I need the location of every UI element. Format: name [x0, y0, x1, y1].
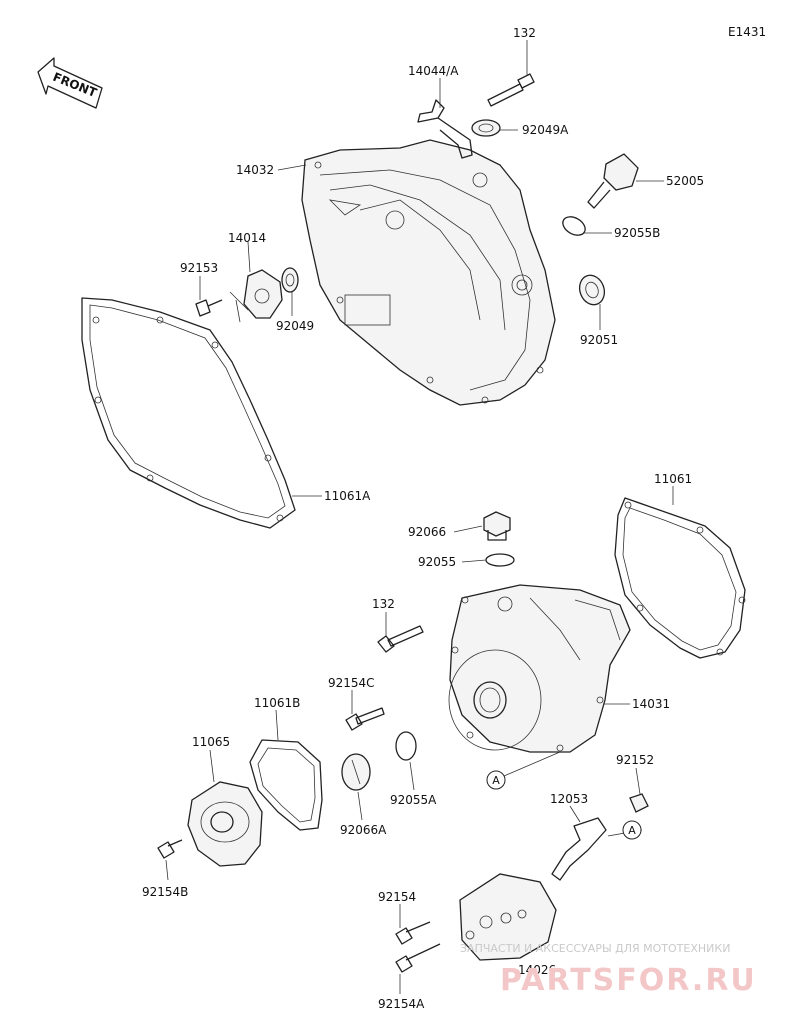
ref-marker-a-2: A: [622, 820, 642, 840]
label-92153: 92153: [180, 261, 218, 275]
label-92154c: 92154C: [328, 676, 375, 690]
o-ring-92055b[interactable]: [560, 213, 589, 239]
bolt-92154c[interactable]: [345, 707, 385, 731]
svg-text:A: A: [628, 824, 636, 837]
label-92049: 92049: [276, 319, 314, 333]
bolt-92154a[interactable]: [395, 943, 441, 973]
oil-seal-92049[interactable]: [281, 267, 299, 293]
label-14031: 14031: [632, 697, 670, 711]
label-92154a: 92154A: [378, 997, 425, 1011]
o-ring-92055[interactable]: [485, 553, 515, 567]
oil-seal-92049a[interactable]: [471, 119, 501, 137]
cover-14026[interactable]: [459, 873, 557, 961]
label-92066: 92066: [408, 525, 446, 539]
front-arrow-label: FRONT: [51, 70, 100, 100]
watermark-caption: ЗАПЧАСТИ И АКСЕССУАРЫ ДЛЯ МОТОТЕХНИКИ: [460, 942, 730, 955]
label-92154: 92154: [378, 890, 416, 904]
front-arrow-icon: FRONT: [37, 57, 103, 109]
leader-lines: [165, 40, 674, 994]
label-92152: 92152: [616, 753, 654, 767]
cover-14014[interactable]: [229, 269, 283, 323]
bracket-14044a[interactable]: [417, 99, 473, 159]
label-92051: 92051: [580, 333, 618, 347]
label-92055a: 92055A: [390, 793, 437, 807]
label-132-top: 132: [513, 26, 536, 40]
collar-92152[interactable]: [629, 793, 649, 813]
label-14032: 14032: [236, 163, 274, 177]
bolt-92153[interactable]: [195, 299, 223, 317]
label-132-mid: 132: [372, 597, 395, 611]
bolt-132-top[interactable]: [487, 73, 535, 107]
ref-marker-a-1: A: [486, 770, 506, 790]
bolt-92154b[interactable]: [157, 839, 183, 859]
label-92055: 92055: [418, 555, 456, 569]
label-11065: 11065: [192, 735, 230, 749]
label-92066a: 92066A: [340, 823, 387, 837]
label-12053: 12053: [550, 792, 588, 806]
gasket-11061[interactable]: [614, 497, 746, 659]
label-11061b: 11061B: [254, 696, 300, 710]
label-92049a: 92049A: [522, 123, 569, 137]
bolt-92154[interactable]: [395, 921, 431, 945]
crankcase-cover-14032[interactable]: [301, 139, 556, 406]
generator-cover-14031[interactable]: [448, 584, 631, 753]
svg-text:A: A: [492, 774, 500, 787]
label-92154b: 92154B: [142, 885, 188, 899]
label-92055b: 92055B: [614, 226, 660, 240]
oil-seal-92051[interactable]: [576, 272, 609, 308]
cover-11065[interactable]: [187, 781, 263, 867]
watermark: ЗАПЧАСТИ И АКСЕССУАРЫ ДЛЯ МОТОТЕХНИКИ PA…: [460, 942, 757, 998]
label-14044a: 14044/A: [408, 64, 459, 78]
label-11061: 11061: [654, 472, 692, 486]
label-14014: 14014: [228, 231, 266, 245]
diagram-code: E1431: [728, 25, 766, 39]
watermark-brand: PARTSFOR.RU: [500, 963, 757, 998]
label-52005: 52005: [666, 174, 704, 188]
plug-92066[interactable]: [483, 511, 511, 541]
gasket-11061b[interactable]: [249, 739, 323, 831]
o-ring-92055a[interactable]: [395, 731, 417, 761]
filler-cap-52005[interactable]: [587, 153, 639, 209]
label-14026: 14026: [518, 963, 556, 977]
label-11061a: 11061A: [324, 489, 371, 503]
guide-12053[interactable]: [551, 817, 607, 881]
plug-92066a[interactable]: [341, 753, 371, 791]
bolt-132-mid[interactable]: [377, 625, 424, 653]
gasket-11061a[interactable]: [81, 297, 296, 529]
